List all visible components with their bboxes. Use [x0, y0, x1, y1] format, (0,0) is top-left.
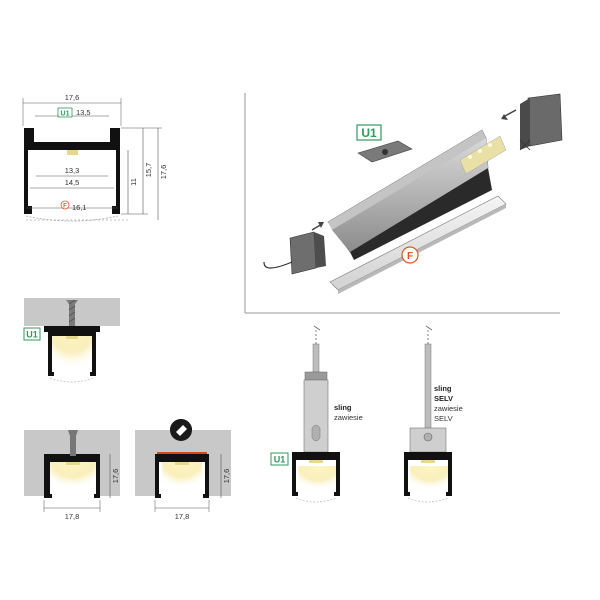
dim-recess-a-height: 17,6	[111, 469, 120, 484]
sling-wire	[312, 343, 320, 373]
cable	[263, 261, 293, 269]
u1-label-exploded: U1	[361, 126, 377, 140]
dim-inner-2: 14,5	[65, 178, 80, 187]
screw	[66, 300, 78, 326]
profile-sling	[292, 452, 340, 496]
dim-recess-b-height: 17,6	[222, 469, 231, 484]
profile-section	[24, 128, 120, 214]
dim-cover-width: 16,1	[72, 203, 87, 212]
selv-mount-drawing: sling SELV zawiesie SELV	[404, 325, 463, 503]
dim-height-inner: 11	[129, 178, 138, 186]
sling-label: sling	[334, 403, 352, 412]
recessed-mount-b: 17,8 17,6	[135, 419, 231, 521]
u1-badge-small	[57, 107, 73, 118]
u1-badge	[356, 124, 382, 141]
led-strip-section	[67, 150, 78, 155]
profile-recessed-b	[155, 454, 209, 498]
dim-recess-a-width: 17,8	[65, 512, 80, 521]
selv-label-1: sling	[434, 384, 452, 393]
selv-label-4: SELV	[434, 414, 453, 423]
screw-a	[68, 430, 78, 456]
end-cap-left	[289, 231, 317, 275]
end-cap-right	[527, 93, 563, 147]
cross-section-drawing: 17,6 U1 13,5 13,3 14,5 F 16,1 11 15,7 17…	[22, 93, 168, 222]
dim-height-total: 17,6	[159, 165, 168, 180]
dim-u1-width: 13,5	[76, 108, 91, 117]
dim-width-top: 17,6	[65, 93, 80, 102]
selv-wire	[424, 343, 432, 429]
cover-label-small: F	[63, 204, 67, 210]
profile-selv	[404, 452, 452, 496]
dim-inner-1: 13,3	[65, 166, 80, 175]
screw-mount-drawing: U1	[23, 298, 120, 383]
recessed-mount-a: 17,8 17,6	[24, 430, 120, 521]
sling-mount-drawing: U1 sling zawiesie	[270, 325, 363, 503]
u1-label-sling: U1	[274, 455, 286, 465]
selv-label-3: zawiesie	[434, 404, 463, 413]
cover-badge	[401, 246, 419, 264]
cover-label-exploded: F	[407, 251, 413, 262]
cover-badge-small	[60, 200, 70, 210]
u1-label-screw: U1	[26, 330, 38, 340]
dim-height-mid: 15,7	[144, 163, 153, 178]
dim-recess-b-width: 17,8	[175, 512, 190, 521]
exploded-view: U1 F	[244, 93, 563, 314]
led-strip	[459, 135, 507, 175]
sling-label-pl: zawiesie	[334, 413, 363, 422]
selv-label-2: SELV	[434, 394, 453, 403]
u1-label-small: U1	[61, 111, 70, 118]
profile-recessed-a	[44, 454, 100, 498]
